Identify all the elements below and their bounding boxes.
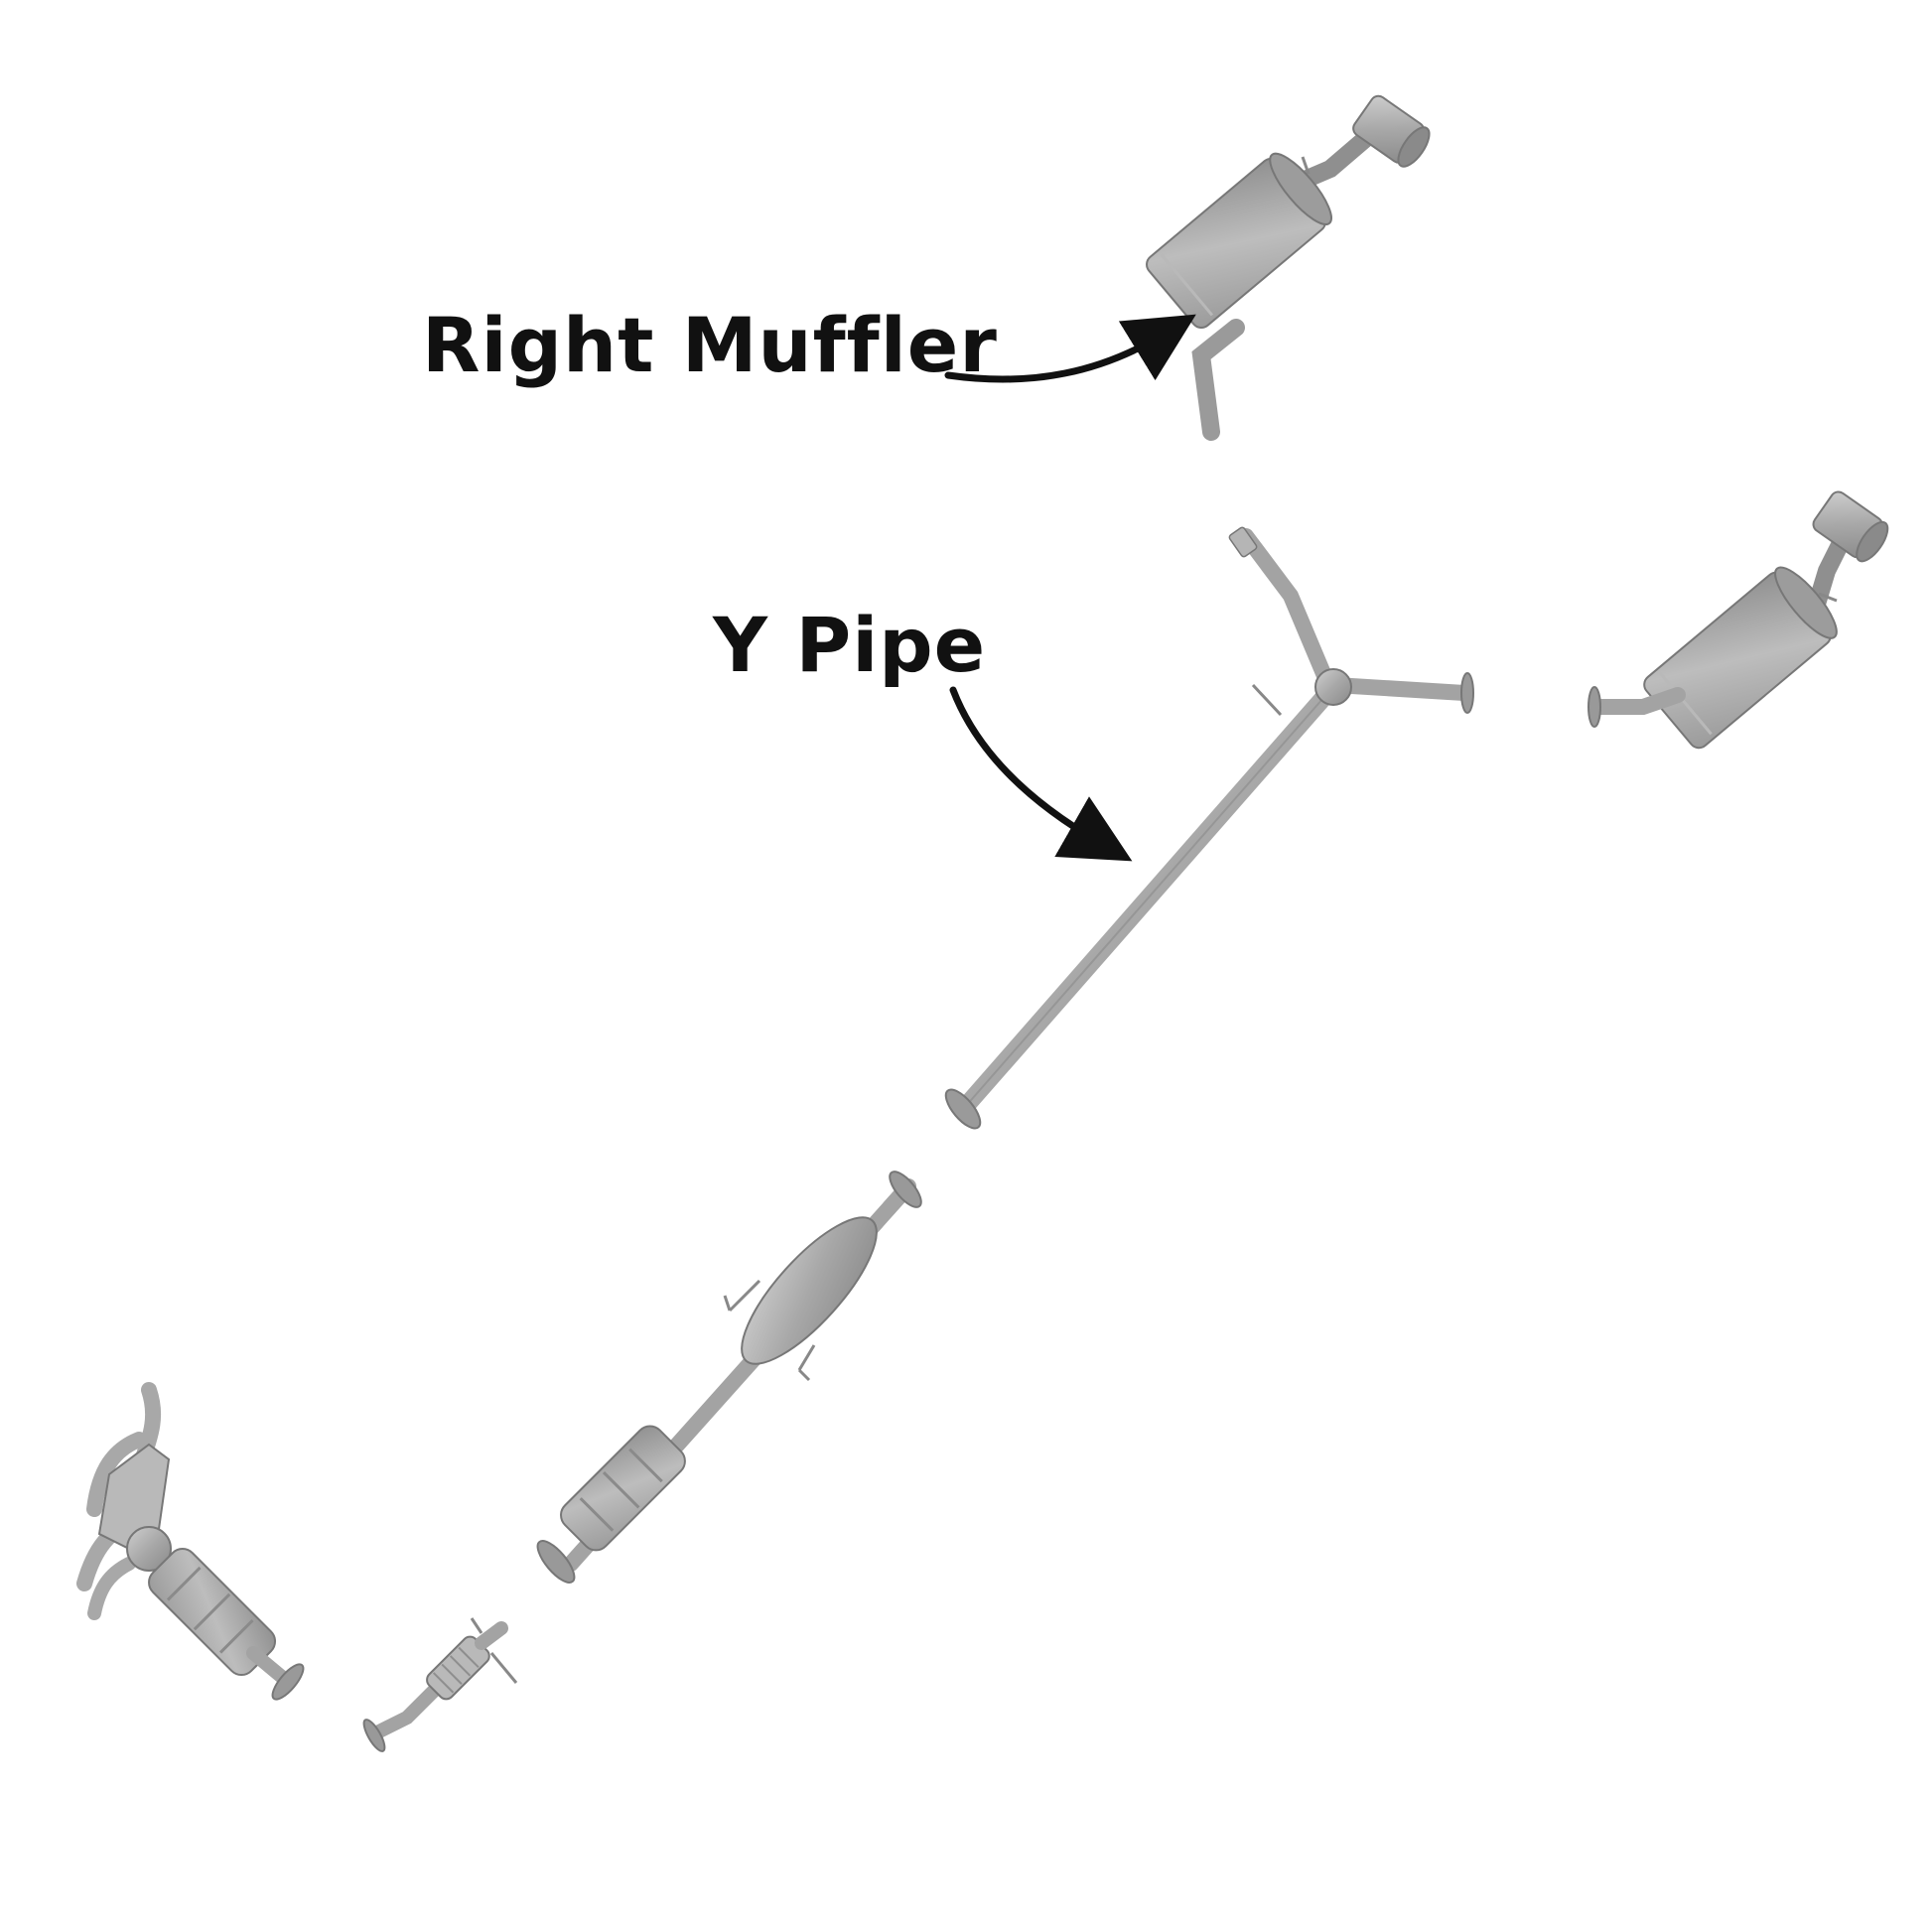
y-pipe — [944, 526, 1474, 1130]
right-muffler — [1146, 94, 1431, 441]
right-muffler-arrow — [944, 314, 1196, 383]
y-pipe-arrow — [949, 686, 1133, 862]
resonator-converter-pipe — [536, 1171, 922, 1584]
y-pipe-label: Y Pipe — [713, 601, 987, 689]
exhaust-manifold — [76, 1382, 305, 1701]
flex-pipe — [362, 1617, 518, 1752]
right-muffler-label: Right Muffler — [422, 301, 998, 389]
left-muffler — [1587, 490, 1889, 750]
